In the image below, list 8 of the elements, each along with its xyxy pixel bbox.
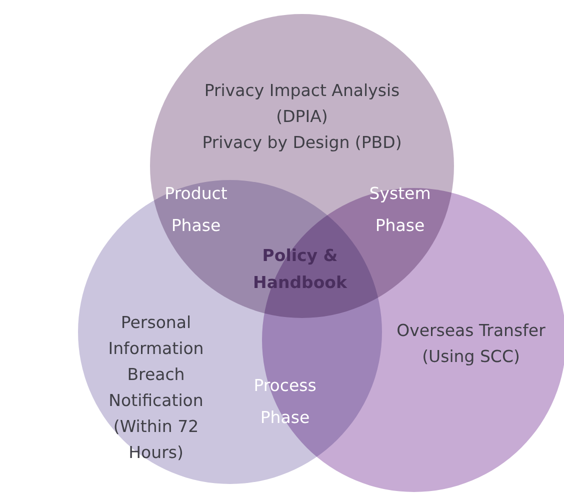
circle-label: Privacy by Design (PBD) (201, 132, 403, 154)
circle-label: Privacy Impact Analysis (DPIA) (203, 80, 401, 128)
overlap-label: Policy & Handbook (252, 245, 348, 294)
overlap-label: System Phase (368, 183, 432, 237)
circle-label: Personal Information Breach Notification (Within 72 Hours) (107, 312, 205, 464)
circle-label: Overseas Transfer (Using SCC) (396, 320, 546, 368)
overlap-label: Product Phase (164, 183, 228, 237)
overlap-label: Process Phase (252, 375, 318, 429)
